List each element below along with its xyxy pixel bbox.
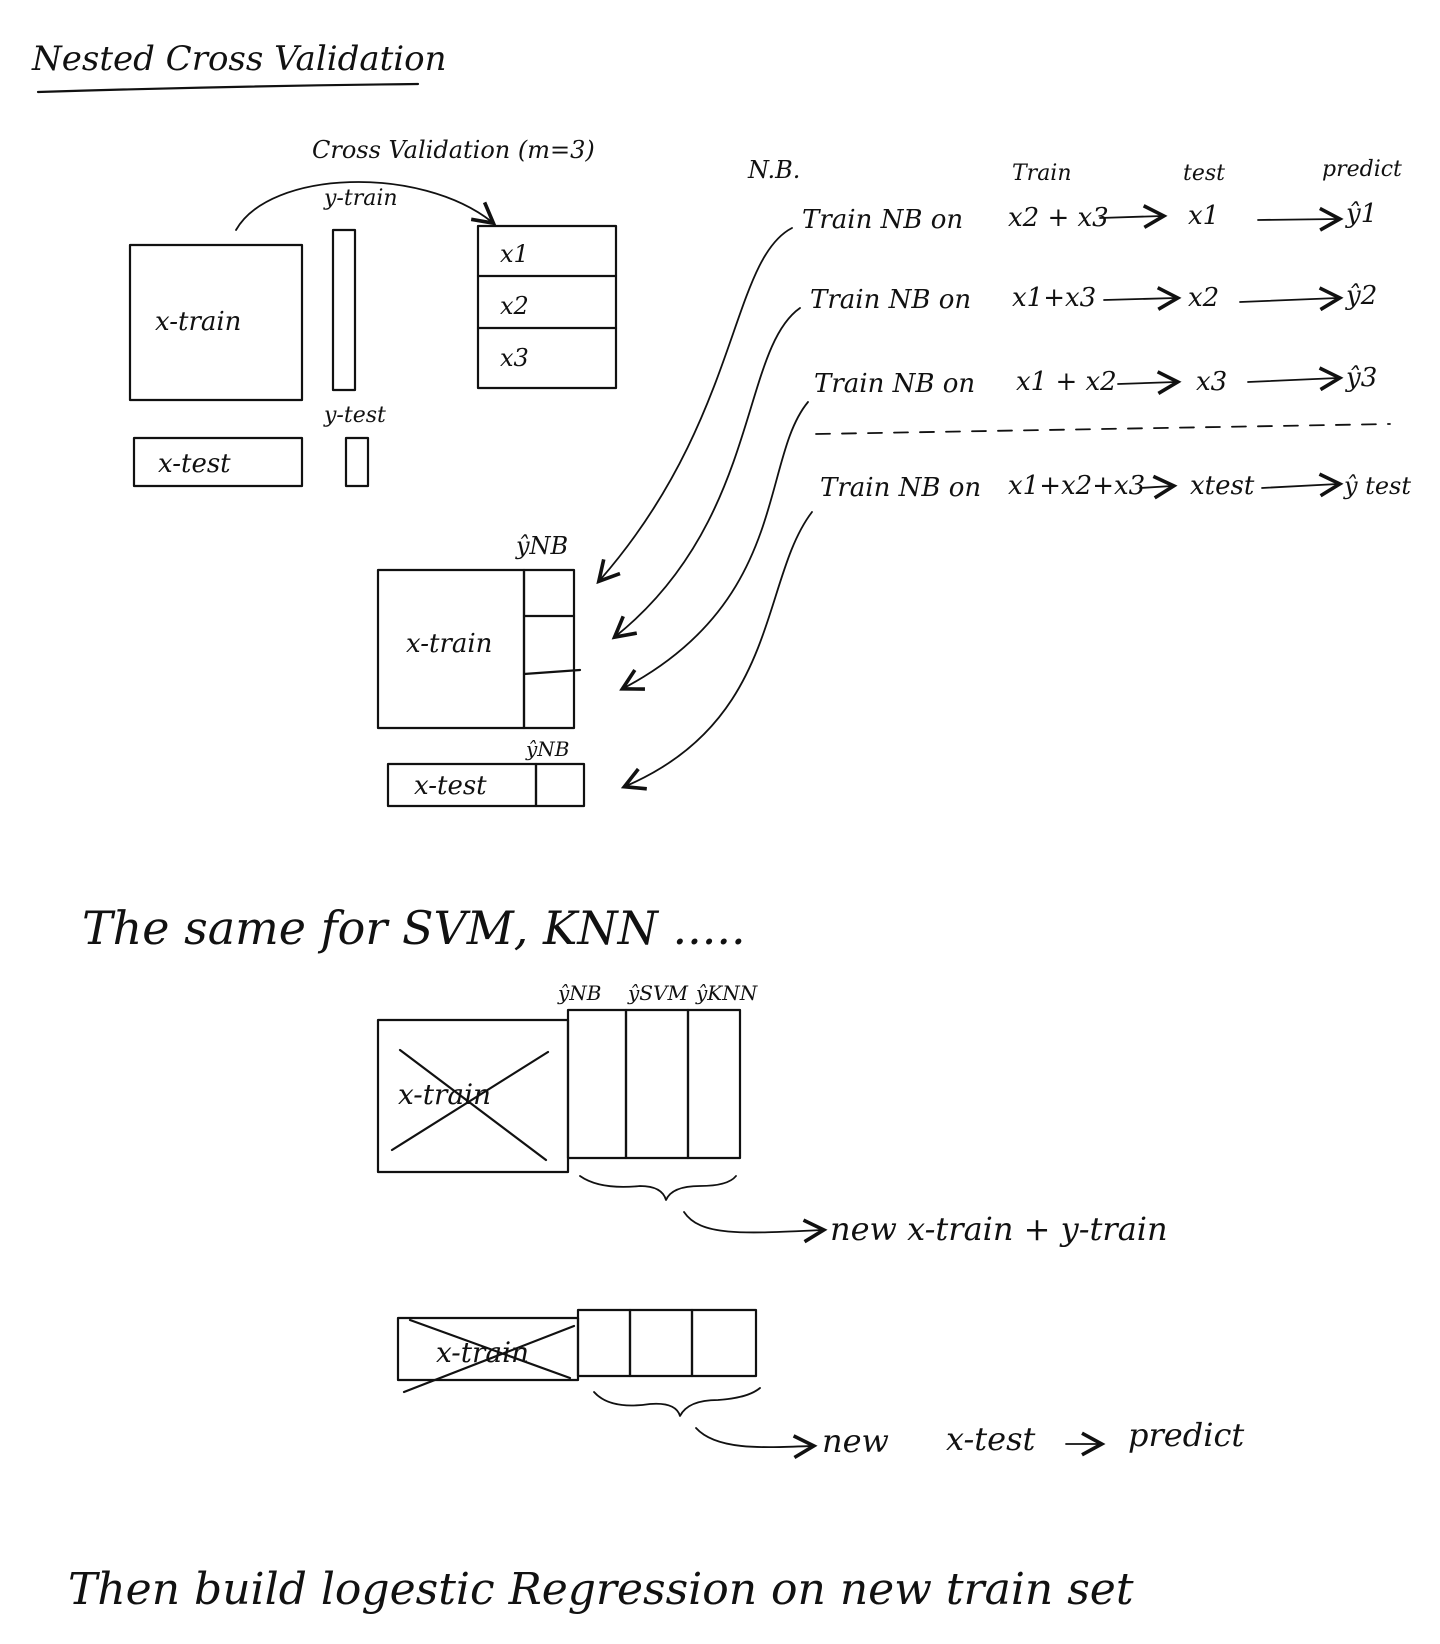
nb-row-text: Train NB on: [814, 369, 975, 399]
arrow: [1103, 298, 1176, 300]
stack3-col-svm: [628, 1308, 694, 1378]
stack2-col-label-knn: ŷKNN: [695, 981, 759, 1005]
stack2-col-svm: [624, 1008, 690, 1160]
page-title: Nested Cross Validation: [31, 39, 447, 79]
stack1-ynb-test-cell: [534, 762, 586, 808]
dashed-separator: [815, 423, 1391, 435]
note-arrow: [695, 1427, 812, 1447]
brace: [579, 1175, 737, 1201]
stack1-ynb-label: ŷNB: [515, 532, 568, 560]
nb-row-2: Train NB on x1+x3 x2 ŷ2: [810, 281, 1377, 315]
stack2-note: new x-train + y-train: [830, 1210, 1168, 1248]
stack3-note-x-test: x-test: [946, 1420, 1036, 1458]
nb-row-pred: ŷ2: [1345, 281, 1377, 311]
header-train: Train: [1012, 161, 1072, 186]
nb-row-text: Train NB on: [802, 205, 963, 235]
header-predict: predict: [1322, 157, 1402, 182]
nb-row-train: x2 + x3: [1008, 203, 1109, 233]
y-test-box: [344, 436, 370, 488]
x-test-label: x-test: [158, 449, 231, 479]
x-train-box: [128, 243, 304, 402]
stack1-ynb-test-label: ŷNB: [525, 737, 570, 761]
nb-row-test: x2: [1188, 283, 1219, 313]
nb-row-train: x1+x2+x3: [1008, 471, 1145, 501]
nb-row-4: Train NB on x1+x2+x3 xtest ŷ test: [820, 471, 1411, 503]
stack3-x-train-label: x-train: [436, 1336, 529, 1369]
arrow: [1247, 378, 1338, 382]
nb-row-test: x3: [1196, 367, 1227, 397]
stack1-ynb-column: [522, 568, 576, 730]
y-test-label: y-test: [323, 403, 386, 428]
nb-row-train: x1 + x2: [1016, 367, 1117, 397]
nb-row-3: Train NB on x1 + x2 x3 ŷ3: [814, 363, 1377, 399]
nb-row-text: Train NB on: [810, 285, 971, 315]
arrow: [1139, 486, 1172, 488]
nb-row-pred: ŷ3: [1345, 363, 1377, 393]
stack3-col-knn: [690, 1308, 758, 1378]
cv-arc-arrow: [235, 181, 492, 231]
brace: [593, 1387, 761, 1417]
stack3-note-predict: predict: [1128, 1416, 1244, 1454]
arrow: [1261, 484, 1338, 488]
stack1-x-test-label: x-test: [414, 771, 487, 801]
strike-line: [398, 1048, 548, 1162]
arrow: [1239, 298, 1338, 302]
curve-arrow-row2: [616, 307, 801, 636]
strike-line: [408, 1318, 572, 1380]
folds-box: [476, 224, 618, 390]
conclusion-text: Then build logestic Regression on new tr…: [68, 1564, 1134, 1615]
title-underline: [36, 82, 420, 94]
curve-arrow-row3: [624, 401, 809, 688]
stack2-col-knn: [686, 1008, 742, 1160]
nb-row-train: x1+x3: [1012, 283, 1096, 313]
stack3-col-nb: [576, 1308, 632, 1378]
strike-line: [402, 1324, 576, 1394]
stack1-ynb-divider: [522, 668, 582, 676]
note-arrow: [683, 1211, 822, 1232]
nb-row-pred: ŷ test: [1343, 472, 1411, 500]
stack1-x-train-label: x-train: [406, 629, 492, 659]
stack2-col-nb: [566, 1008, 628, 1160]
nb-label: N.B.: [747, 156, 800, 184]
arrow: [1257, 219, 1338, 220]
cv-label: Cross Validation (m=3): [312, 136, 595, 164]
header-test: test: [1183, 161, 1225, 186]
nb-row-test: xtest: [1190, 471, 1255, 501]
nb-row-1: Train NB on x2 + x3 x1 ŷ1: [802, 199, 1377, 235]
same-for-text: The same for SVM, KNN .....: [82, 901, 746, 955]
x-test-box: [132, 436, 304, 488]
fold-label-1: x1: [500, 240, 529, 268]
fold-label-3: x3: [500, 344, 529, 372]
fold-label-2: x2: [500, 292, 529, 320]
stack2-col-label-nb: ŷNB: [557, 981, 602, 1005]
curve-arrow-row1: [600, 227, 793, 580]
arrow: [1117, 382, 1176, 384]
stack3-note-new: new: [822, 1422, 889, 1460]
nb-row-test: x1: [1188, 201, 1219, 231]
stack2-col-label-svm: ŷSVM: [627, 981, 688, 1005]
nb-row-pred: ŷ1: [1345, 199, 1377, 229]
y-train-label: y-train: [323, 186, 398, 211]
curve-arrow-row4: [626, 511, 813, 786]
arrow: [1099, 216, 1162, 218]
y-train-box: [331, 228, 357, 392]
strike-line: [390, 1050, 550, 1152]
nb-row-text: Train NB on: [820, 473, 981, 503]
x-train-label: x-train: [155, 307, 241, 337]
